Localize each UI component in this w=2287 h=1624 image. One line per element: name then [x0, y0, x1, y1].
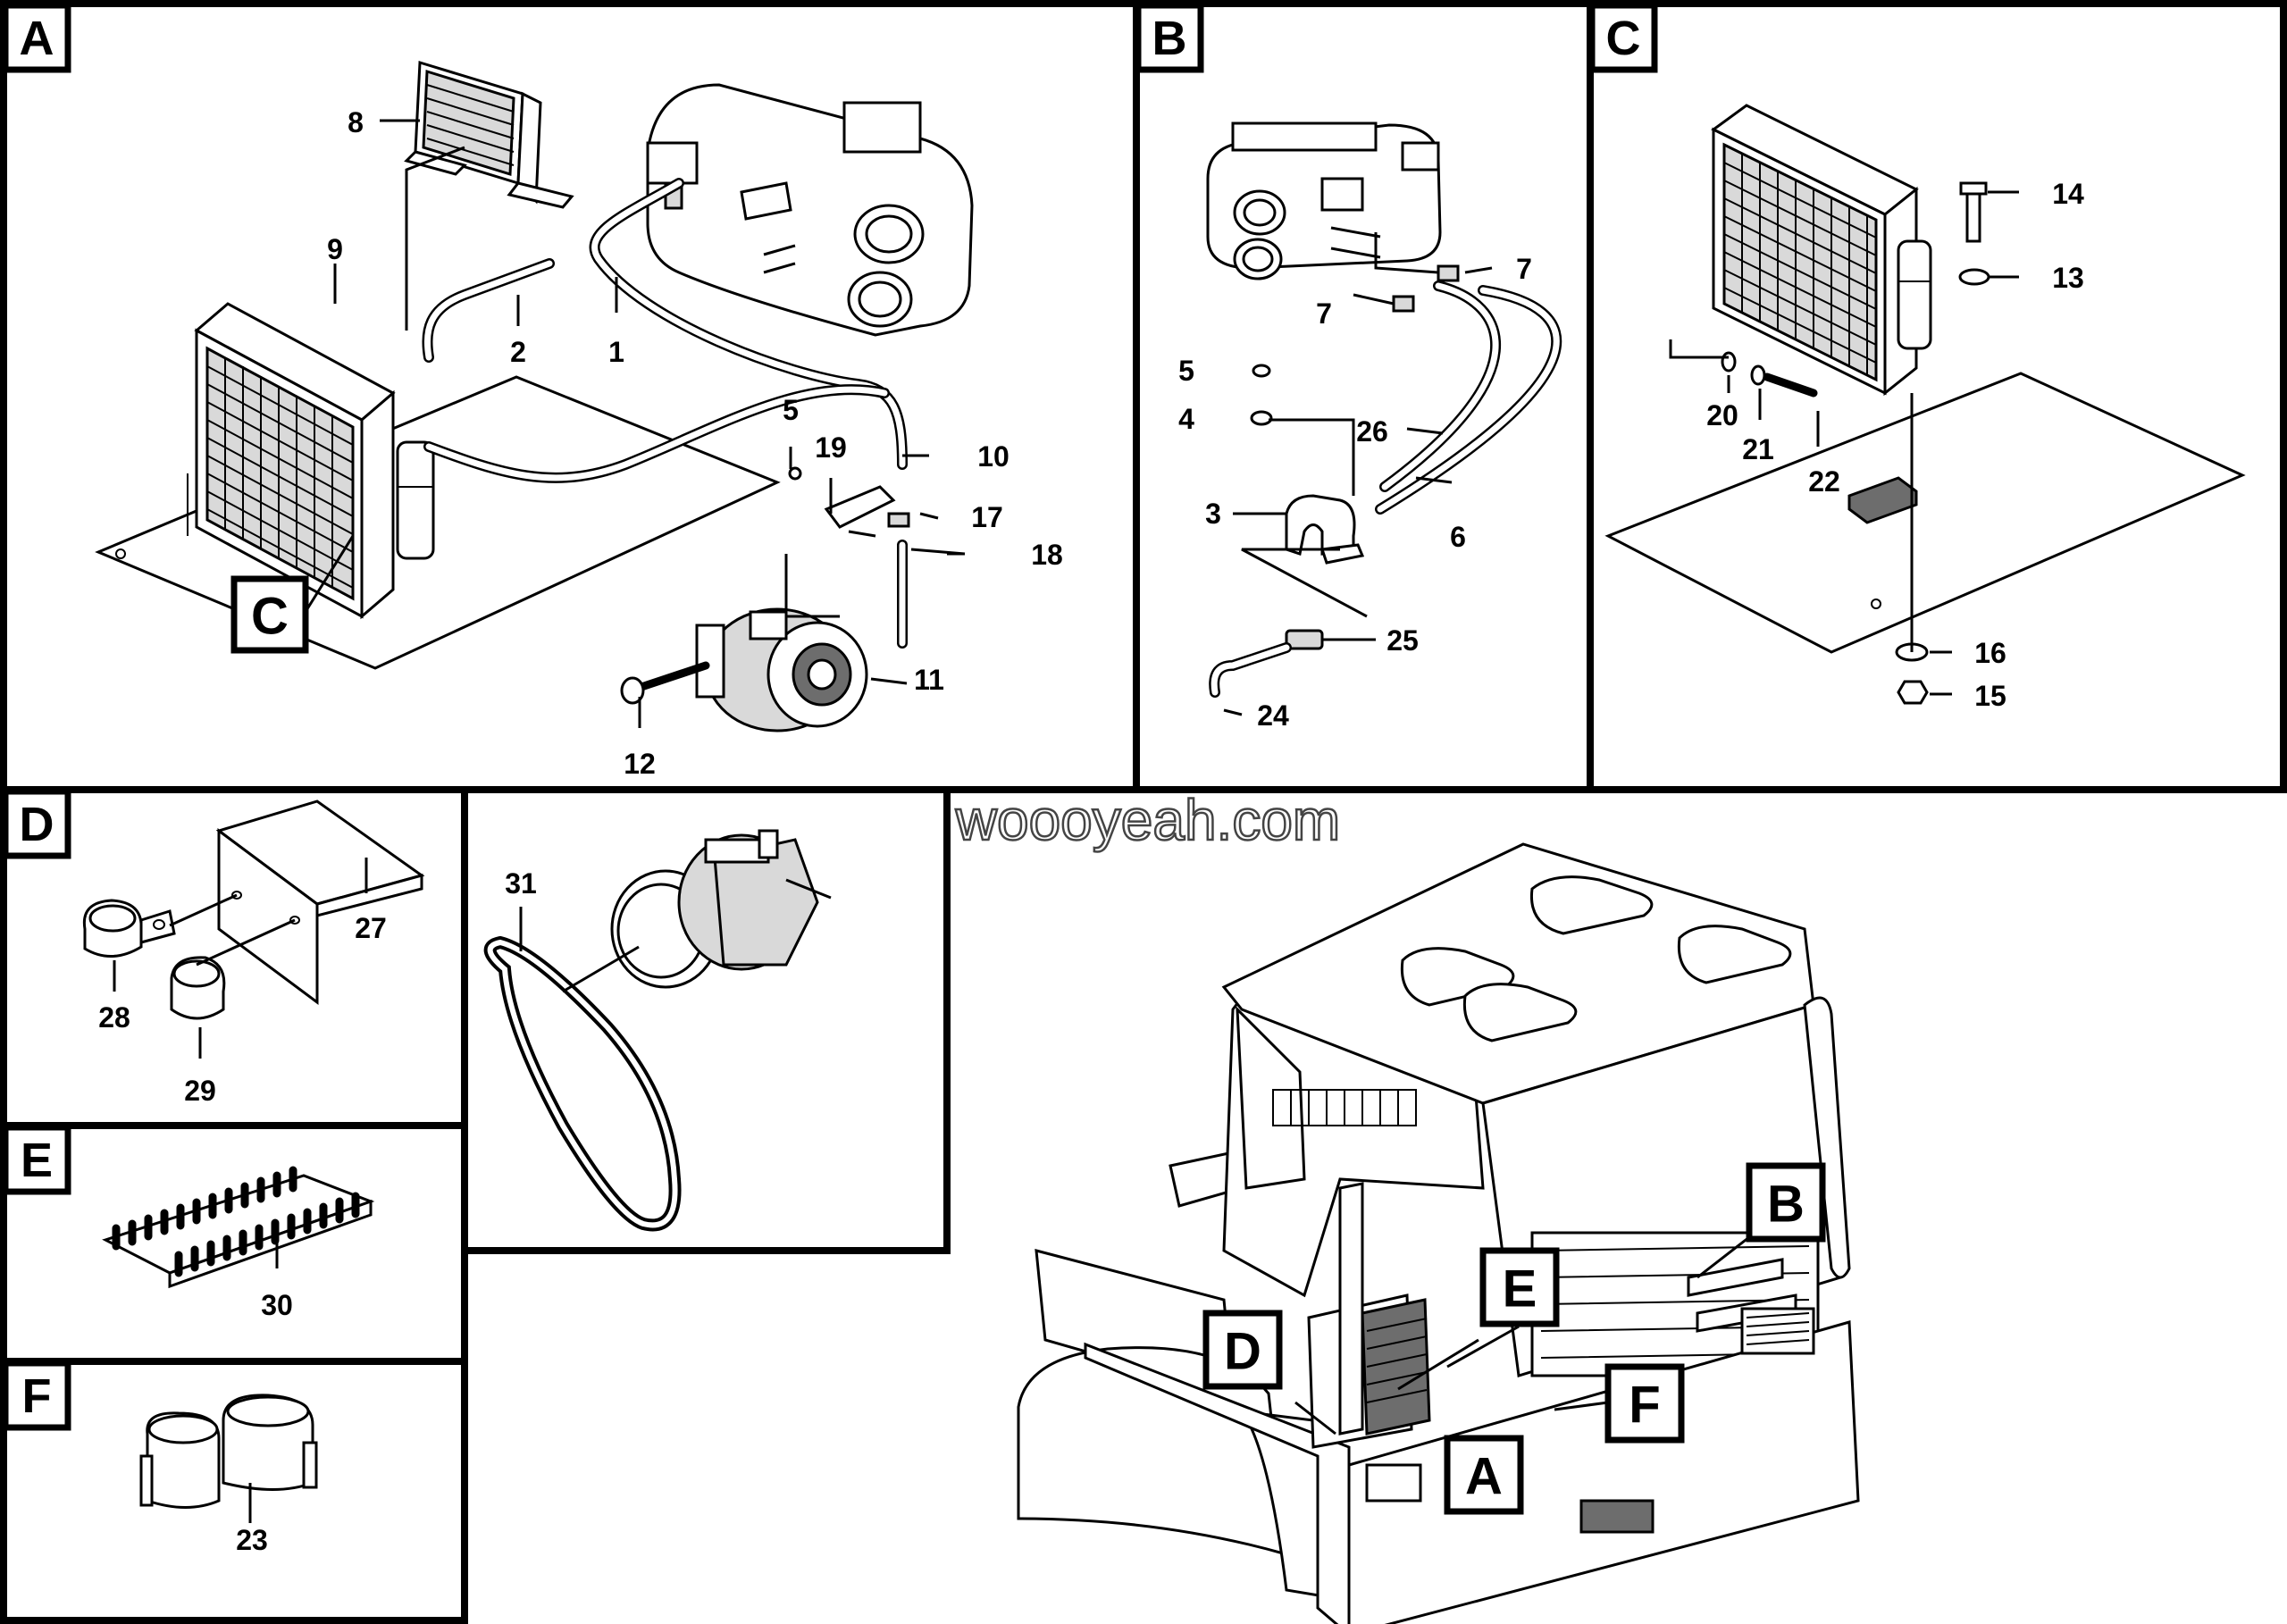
svg-text:F: F: [22, 1369, 52, 1423]
label-b-7-upper: 7: [1516, 253, 1532, 285]
clamp-29: [170, 956, 226, 1020]
label-b-7-lower: 7: [1316, 297, 1332, 330]
label-f-23: 23: [236, 1524, 268, 1556]
label-b-3: 3: [1205, 498, 1221, 530]
double-clamp-23: [139, 1394, 318, 1509]
svg-text:B: B: [1767, 1176, 1805, 1234]
svg-text:D: D: [20, 798, 54, 851]
truck-callout-e: E: [1479, 1247, 1560, 1327]
panel-d-letter: D: [2, 788, 71, 859]
svg-text:E: E: [1503, 1260, 1537, 1318]
label-b-25: 25: [1386, 624, 1419, 657]
label-12: 12: [624, 748, 656, 780]
label-c-22: 22: [1808, 465, 1840, 498]
label-c-15: 15: [1974, 680, 2006, 712]
svg-text:C: C: [1606, 12, 1641, 65]
bolt-14: [1965, 186, 1981, 243]
panel-c-letter: C: [1588, 2, 1658, 73]
svg-text:B: B: [1152, 12, 1187, 65]
panel-a-drawing: 8 9 2 1 5 19 10 17 18 11 12 C: [95, 61, 1063, 780]
label-b-6: 6: [1450, 521, 1466, 553]
bracket-19: [824, 485, 896, 529]
truck-callout-b: B: [1746, 1162, 1826, 1243]
washer-21: [1750, 364, 1766, 386]
panel-b-letter: B: [1135, 2, 1204, 73]
label-d-29: 29: [184, 1075, 216, 1107]
panel-e-letter: E: [2, 1124, 71, 1195]
washer-4: [1250, 410, 1273, 426]
label-b-4: 4: [1178, 403, 1194, 435]
truck-overview: D E A F B: [1017, 842, 1860, 1624]
panel-d-drawing: 27 28 29: [82, 799, 425, 1107]
label-11: 11: [914, 664, 944, 696]
compressor-belt: [610, 829, 832, 989]
panel-e-drawing: 30: [102, 1166, 375, 1321]
watermark: woooyeah.com: [955, 788, 1340, 852]
label-c-14: 14: [2052, 178, 2084, 210]
clamp-7-lower: [1392, 295, 1415, 313]
panel-f-letter: F: [2, 1360, 71, 1431]
label-b-5: 5: [1178, 355, 1194, 387]
truck-callout-a: A: [1444, 1435, 1524, 1515]
compressor-11: [620, 607, 868, 732]
label-5: 5: [783, 394, 799, 426]
truck-callout-f: F: [1604, 1363, 1685, 1444]
condenser-box-c: [1711, 104, 1932, 397]
label-10: 10: [977, 440, 1009, 473]
panel-a-letter: A: [2, 2, 71, 73]
nut-15: [1897, 680, 1929, 705]
svg-text:A: A: [20, 12, 54, 65]
panel-a-frame: [0, 0, 1140, 793]
sensor-25: [1285, 629, 1324, 650]
floor-plate-c: [1604, 372, 2246, 654]
panel-b-drawing: 7 7 5 4 26 3 6 25 24: [1178, 121, 1562, 732]
svg-text:E: E: [21, 1134, 53, 1187]
label-17: 17: [971, 501, 1003, 533]
clamp-7-upper: [1437, 264, 1460, 282]
svg-text:C: C: [251, 588, 289, 646]
label-d-27: 27: [355, 912, 387, 944]
label-b-24: 24: [1257, 699, 1289, 732]
svg-text:D: D: [1224, 1323, 1261, 1381]
label-c-13: 13: [2052, 262, 2084, 294]
label-19: 19: [815, 431, 847, 464]
panel-c-drawing: 14 13 20 21 22 16 15: [1604, 104, 2246, 712]
panel-f-frame: [0, 1358, 468, 1624]
hvac-unit-b: [1206, 121, 1442, 280]
panel-a-callout-c: C: [230, 535, 355, 654]
label-c-20: 20: [1706, 399, 1738, 431]
panel-belt-drawing: 31: [483, 829, 832, 1232]
condenser-box-9: [187, 302, 435, 620]
label-1: 1: [608, 336, 624, 368]
block-22: [1847, 476, 1918, 524]
condenser-8: [404, 61, 574, 209]
cab-front: [1084, 1342, 1351, 1624]
washer-20: [1721, 351, 1737, 373]
label-d-28: 28: [98, 1001, 130, 1034]
svg-text:F: F: [1629, 1377, 1660, 1435]
bolt-5: [1252, 364, 1271, 378]
label-2: 2: [510, 336, 526, 368]
svg-text:A: A: [1465, 1448, 1503, 1506]
label-belt-31: 31: [505, 867, 537, 900]
truck-callout-d: D: [1202, 1310, 1283, 1390]
label-c-16: 16: [1974, 637, 2006, 669]
label-8: 8: [348, 106, 364, 138]
label-18: 18: [1031, 539, 1063, 571]
panel-f-drawing: 23: [139, 1394, 318, 1556]
label-9: 9: [327, 233, 343, 265]
bolt-22: [1763, 373, 1818, 398]
label-b-26: 26: [1356, 415, 1388, 448]
clamp-28: [82, 899, 176, 958]
label-e-30: 30: [261, 1289, 293, 1321]
washer-13: [1958, 268, 1990, 286]
label-c-21: 21: [1742, 433, 1774, 465]
panel-c-frame: [1587, 0, 2287, 793]
hvac-unit: [646, 83, 974, 337]
